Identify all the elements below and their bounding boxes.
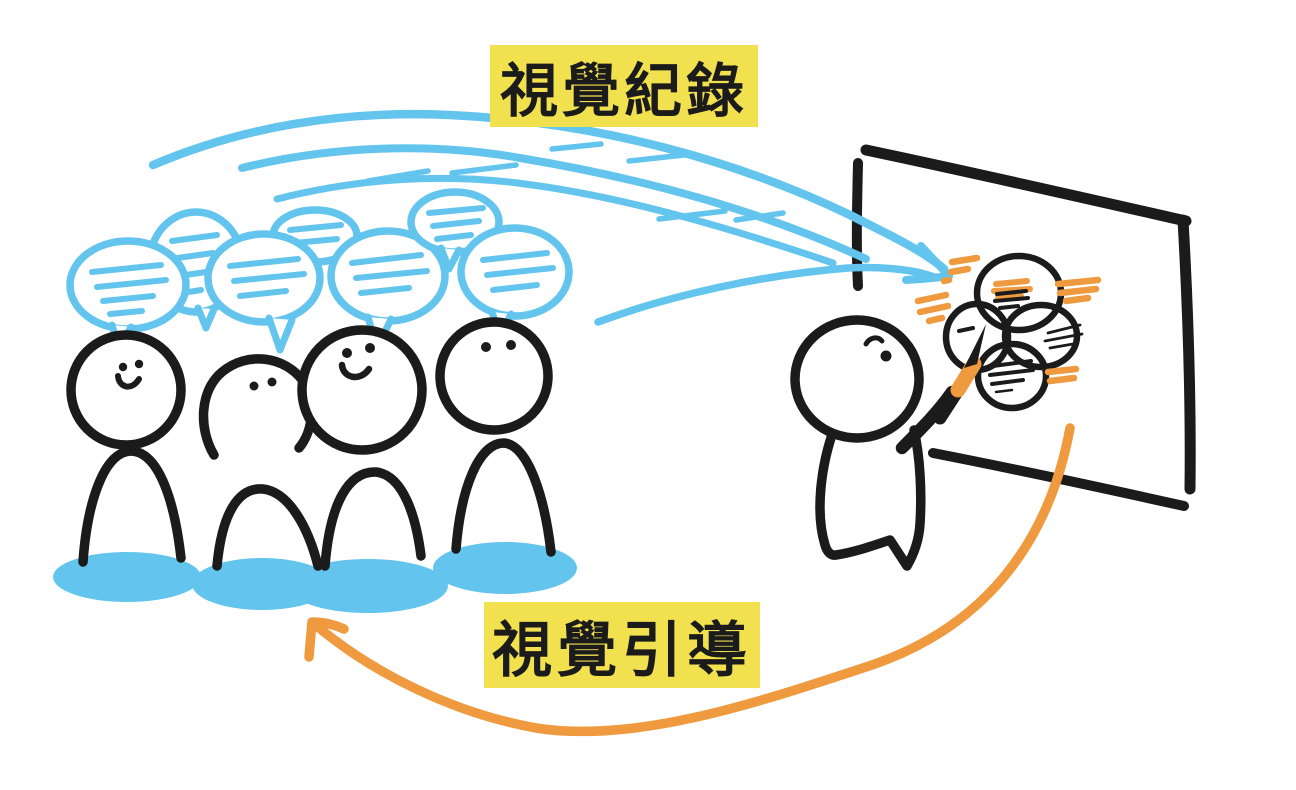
whiteboard-sketch	[914, 252, 1102, 412]
audience-head-neutral	[435, 317, 553, 435]
bubble-tail	[194, 304, 218, 332]
whiteboard-top-edge	[860, 144, 1192, 227]
blue-arc-4	[594, 263, 938, 326]
person-head	[297, 325, 427, 455]
audience-person	[78, 446, 186, 567]
label-visual-facilitation: 視覺引導	[484, 602, 760, 688]
eye-dot	[481, 342, 491, 352]
blue-motion-dashes	[365, 141, 786, 223]
smile-mouth	[115, 373, 142, 390]
person-body	[78, 446, 186, 567]
marker-pen-icon	[933, 324, 986, 425]
speech-bubble	[457, 224, 573, 341]
eye-dot	[267, 377, 277, 387]
bubble-text-lines	[349, 252, 430, 296]
orange-arrow-shaft	[313, 423, 1075, 737]
blue-arrowhead-icon	[902, 242, 953, 284]
audience-person	[212, 484, 323, 571]
pen-orange-band	[950, 356, 982, 398]
eye-dot	[506, 340, 516, 350]
person-body	[451, 438, 556, 557]
orange-feedback-arrow	[304, 423, 1075, 737]
eye-dot	[134, 359, 144, 369]
bubble-text-lines	[426, 205, 486, 242]
person-body	[212, 484, 323, 571]
eye-dot	[118, 362, 128, 372]
eye-dot	[342, 348, 352, 358]
facilitator-body	[815, 424, 926, 571]
bubble-text-lines	[480, 250, 556, 293]
blue-flow-arrows	[148, 109, 953, 326]
smile-mouth	[338, 361, 373, 381]
audience-head-smiling	[297, 325, 427, 455]
eye-dot	[880, 350, 892, 362]
whiteboard-left-edge	[851, 158, 863, 291]
person-body	[320, 467, 426, 571]
eye-dot	[365, 343, 375, 353]
audience-shadow-blobs	[53, 542, 577, 613]
bubble-tail	[437, 244, 463, 273]
sketch-emphasis-dashes	[914, 254, 1102, 385]
eyebrow	[863, 335, 885, 347]
blue-arc-1	[148, 109, 949, 274]
label-visual-recording: 視覺紀錄	[490, 45, 758, 127]
audience-head-smiling	[66, 330, 186, 450]
facilitator-head	[790, 315, 924, 443]
speech-bubble	[204, 230, 324, 354]
person-head	[66, 330, 186, 450]
audience-person	[451, 438, 556, 557]
audience-person	[320, 467, 426, 571]
person-head	[435, 317, 553, 435]
blue-arc-3	[273, 174, 837, 267]
person-head	[198, 354, 317, 460]
speech-bubbles	[66, 188, 573, 354]
sketch-black-scribble	[957, 289, 1084, 394]
bubble-tail	[265, 314, 296, 354]
audience-head-tilted	[198, 354, 317, 460]
pen-tip	[964, 324, 986, 368]
facilitator	[790, 315, 986, 571]
blue-arc-2	[238, 144, 870, 263]
bubble-text-lines	[227, 256, 307, 299]
orange-arrowhead-icon	[304, 617, 349, 662]
bubble-text-lines	[89, 262, 169, 317]
audience-crowd	[53, 317, 577, 613]
whiteboard-right-edge	[1177, 214, 1196, 495]
eye-dot	[249, 381, 259, 391]
